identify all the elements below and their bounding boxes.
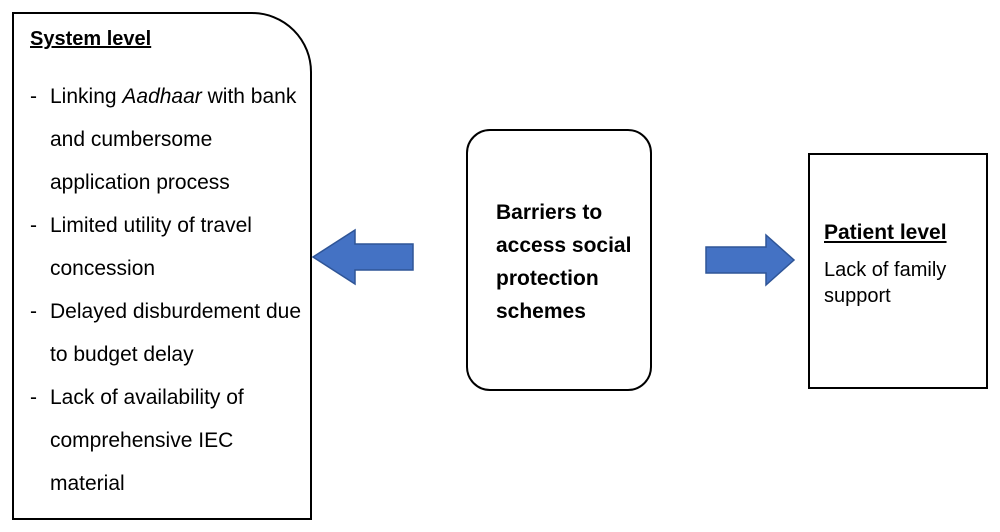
list-item: Lack of availability of comprehensive IE… [30,376,305,505]
patient-level-title: Patient level [824,221,947,244]
patient-level-box: Patient level Lack of family support [808,153,988,389]
list-item: Delayed disburdement due to budget delay [30,290,305,376]
system-level-title: System level [30,28,152,50]
right-arrow-shape [705,233,796,287]
list-item-text: with bank and cumbersome application pro… [50,85,297,194]
system-level-list: Linking Aadhaar with bank and cumbersome… [30,75,310,505]
list-item-text: Delayed disburdement due to budget delay [50,300,301,366]
right-arrow-icon [705,233,796,287]
list-item-emphasis: Aadhaar [122,85,202,108]
list-item-text: Linking [50,85,123,108]
left-arrow-icon [311,228,414,286]
system-level-box: System level Linking Aadhaar with bank a… [12,12,312,520]
patient-level-text: Lack of family support [824,259,947,307]
list-item: Linking Aadhaar with bank and cumbersome… [30,75,305,204]
barriers-box: Barriers to access social protection sch… [466,129,652,391]
list-item-text: Lack of availability of comprehensive IE… [50,386,244,495]
barriers-label: Barriers to access social protection sch… [496,201,632,323]
left-arrow-shape [311,228,414,286]
list-item: Limited utility of travel concession [30,204,305,290]
list-item-text: Limited utility of travel concession [50,214,252,280]
